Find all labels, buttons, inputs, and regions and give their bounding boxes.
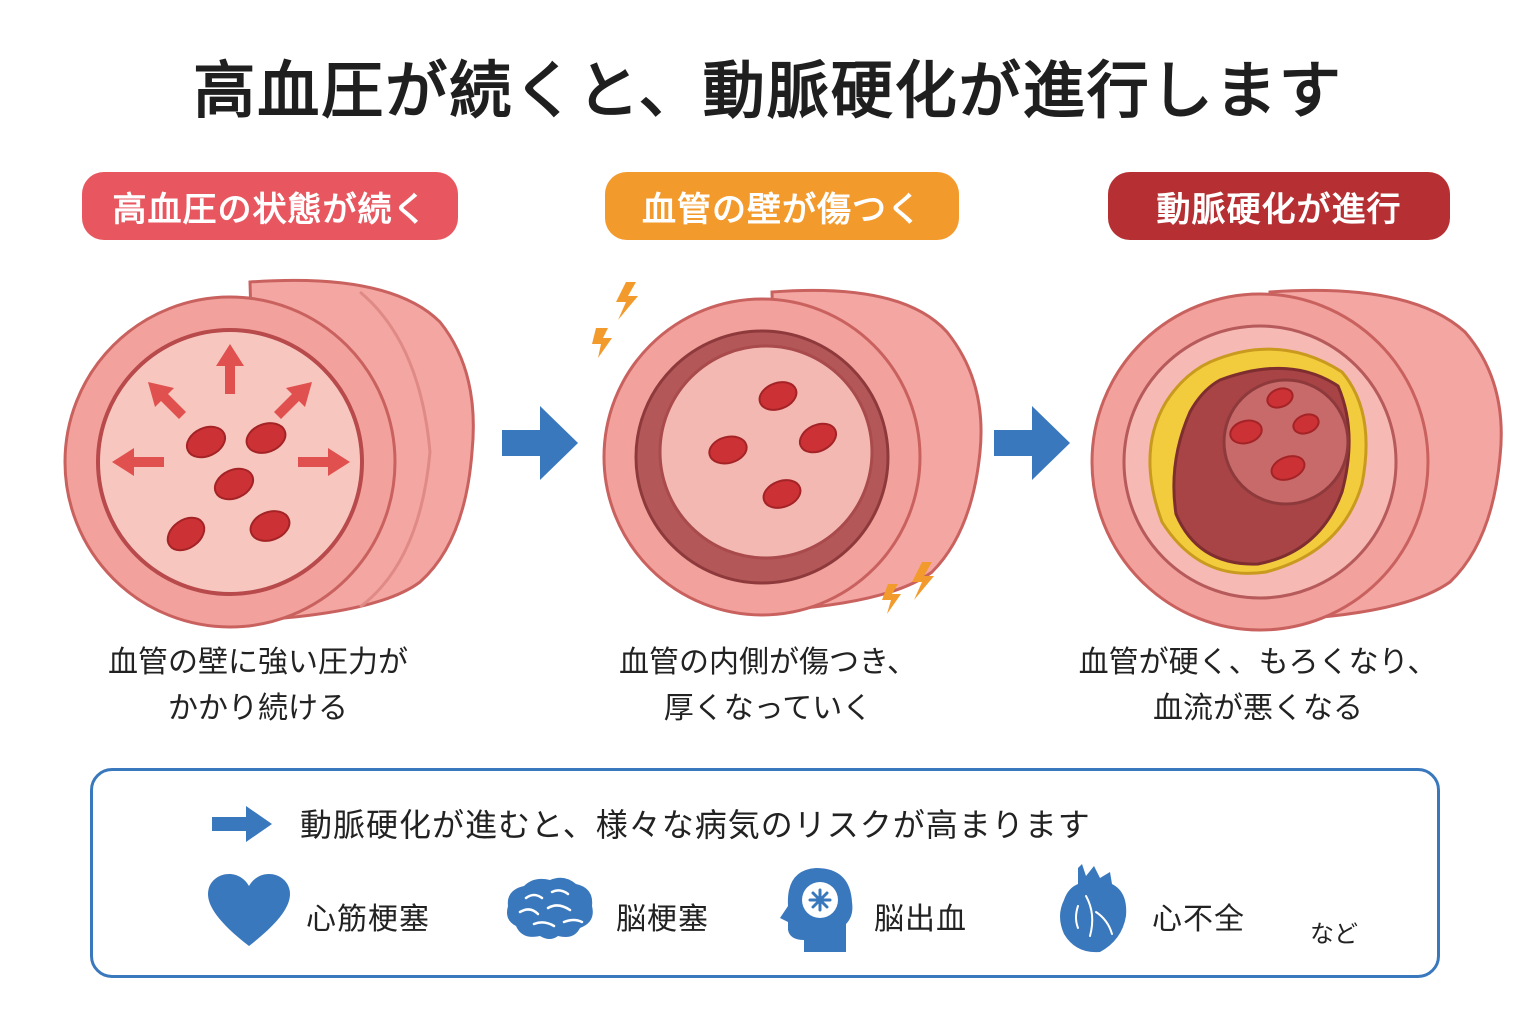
disease-label: 心不全: [1152, 902, 1245, 937]
disease-label: 脳梗塞: [616, 902, 709, 937]
vessel-arteriosclerosis-illustration: [1090, 288, 1503, 632]
vessel-damaged-wall-illustration: [592, 282, 983, 617]
etc-label: など: [1310, 920, 1358, 948]
stage-1-label: 高血圧の状態が続く: [82, 172, 458, 240]
risk-statement: 動脈硬化が進むと、様々な病気のリスクが高まります: [300, 806, 1091, 844]
step-arrow-icon: [994, 406, 1070, 480]
stage-1-caption: 血管の壁に強い圧力が かかり続ける: [108, 645, 408, 726]
stage-3-caption: 血管が硬く、もろくなり、 血流が悪くなる: [1078, 645, 1438, 726]
disease-label: 脳出血: [874, 902, 967, 937]
heart-icon: [208, 874, 290, 946]
head-bleed-icon: [780, 868, 853, 952]
stage-2-label: 血管の壁が傷つく: [605, 172, 959, 240]
disease-label: 心筋梗塞: [306, 902, 430, 937]
stage-3-label: 動脈硬化が進行: [1108, 172, 1450, 240]
step-arrow-icon: [502, 406, 578, 480]
brain-icon: [507, 877, 593, 939]
arrow-right-icon: [212, 806, 272, 842]
vessel-high-pressure-illustration: [63, 278, 475, 629]
page-title: 高血圧が続くと、動脈硬化が進行します: [193, 54, 1343, 127]
risk-info-box: [90, 768, 1440, 978]
anatomical-heart-icon: [1060, 864, 1127, 953]
damage-spark-icon: [592, 282, 934, 614]
stage-2-caption: 血管の内側が傷つき、 厚くなっていく: [619, 645, 917, 726]
